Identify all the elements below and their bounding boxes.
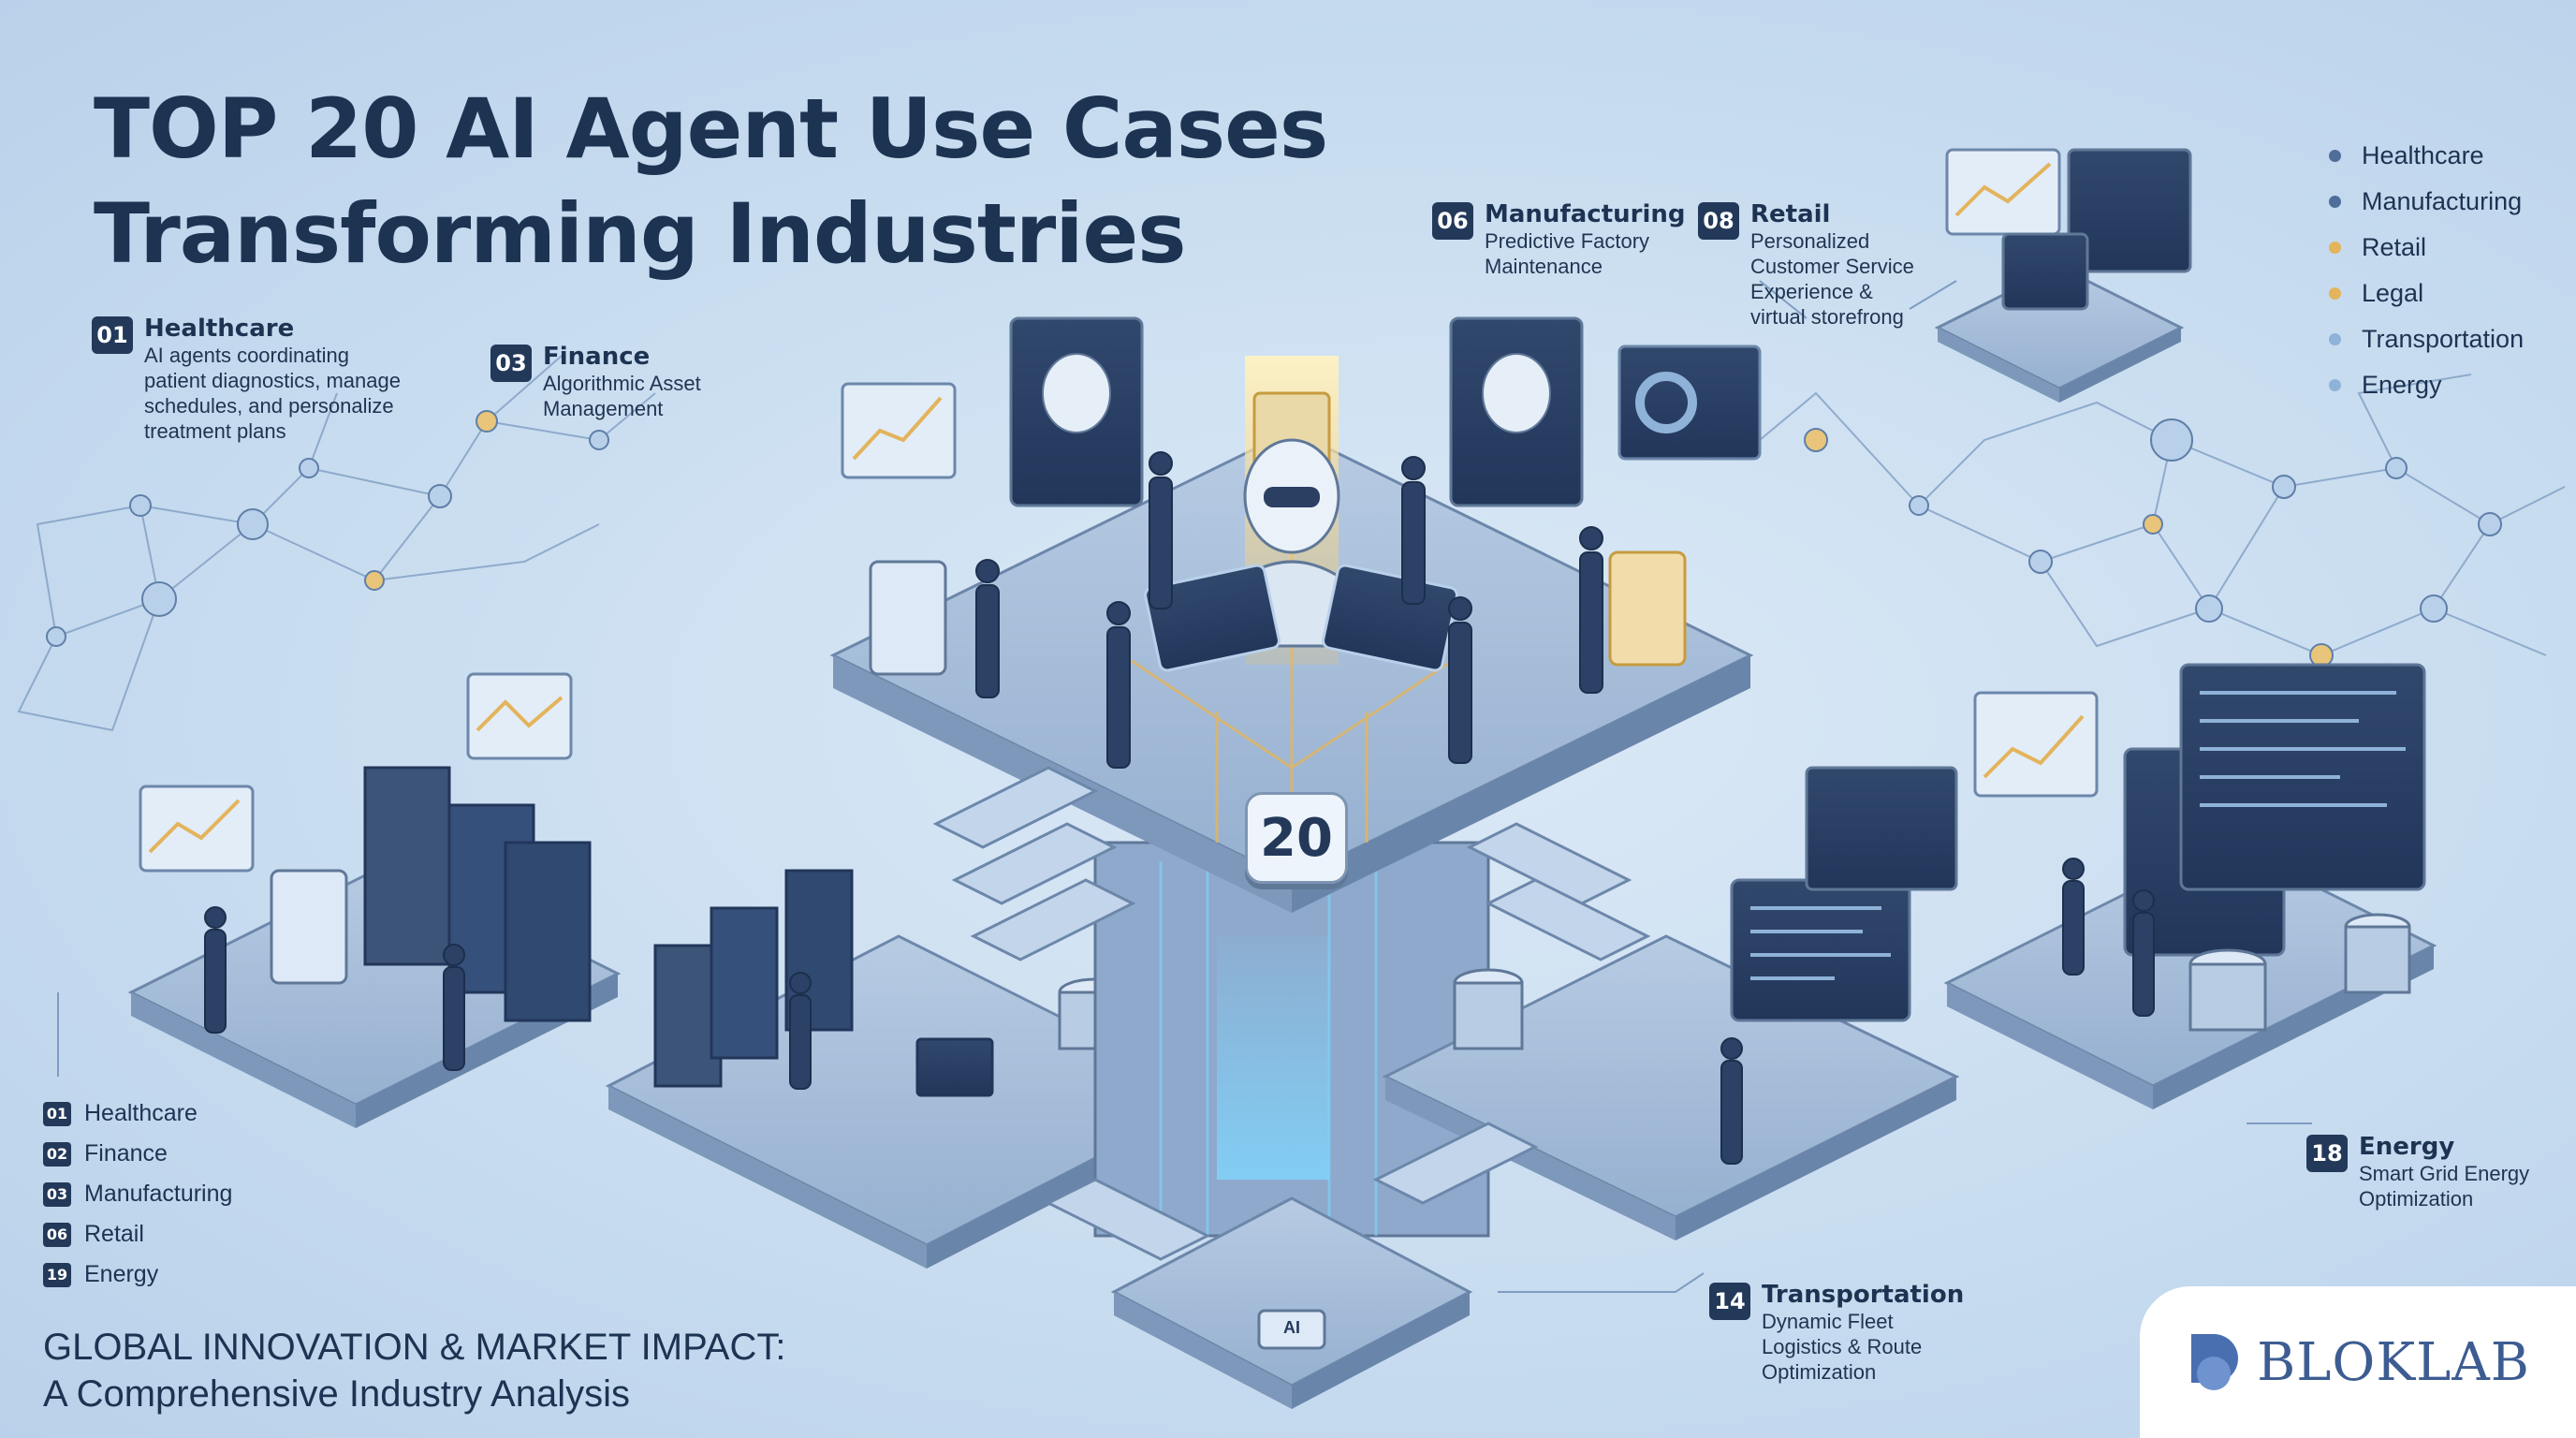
legend-dot-icon bbox=[2329, 333, 2341, 345]
footer-subtitle: GLOBAL INNOVATION & MARKET IMPACT: A Com… bbox=[43, 1324, 785, 1417]
callout-number-badge: 01 bbox=[92, 316, 133, 354]
legend-dot-icon bbox=[2329, 379, 2341, 391]
page-title: TOP 20 AI Agent Use Cases Transforming I… bbox=[94, 77, 1328, 286]
transportation-platform bbox=[1382, 766, 1960, 1240]
callout-number-badge: 08 bbox=[1698, 202, 1739, 240]
callout-healthcare: 01 Healthcare AI agents coordinating pat… bbox=[92, 315, 401, 444]
title-line-1: TOP 20 AI Agent Use Cases bbox=[94, 81, 1328, 177]
center-number-badge: 20 bbox=[1245, 792, 1348, 884]
brand-logo: BLOKLAB bbox=[2140, 1286, 2576, 1438]
bloklab-logo-icon bbox=[2191, 1334, 2239, 1390]
legend-item: Legal bbox=[2329, 271, 2524, 316]
callout-description: Smart Grid Energy Optimization bbox=[2359, 1162, 2530, 1211]
footer-line-1: GLOBAL INNOVATION & MARKET IMPACT: bbox=[43, 1327, 786, 1368]
callout-number-badge: 06 bbox=[1432, 202, 1473, 240]
callout-manufacturing: 06 Manufacturing Predictive Factory Main… bbox=[1432, 200, 1686, 279]
legend-item: Retail bbox=[2329, 225, 2524, 271]
callout-number-badge: 18 bbox=[2306, 1135, 2348, 1172]
callout-number-badge: 03 bbox=[490, 345, 532, 382]
callout-description: Predictive Factory Maintenance bbox=[1485, 229, 1650, 278]
healthcare-platform bbox=[127, 672, 622, 1128]
legend-item: Manufacturing bbox=[2329, 179, 2524, 225]
legend-dot-icon bbox=[2329, 196, 2341, 208]
ai-platform bbox=[932, 766, 1651, 1409]
callout-description: Personalized Customer Service Experience… bbox=[1750, 229, 1914, 329]
logo-text: BLOKLAB bbox=[2257, 1331, 2530, 1393]
legend-dot-icon bbox=[2329, 242, 2341, 254]
callout-title: Retail bbox=[1750, 200, 1831, 228]
callout-retail: 08 Retail Personalized Customer Service … bbox=[1698, 200, 1914, 330]
callout-energy: 18 Energy Smart Grid Energy Optimization bbox=[2306, 1133, 2529, 1211]
retail-platform bbox=[1934, 148, 2192, 403]
network-nodes bbox=[46, 410, 2502, 668]
callout-title: Finance bbox=[543, 343, 651, 371]
industry-legend: Healthcare Manufacturing Retail Legal Tr… bbox=[2329, 133, 2524, 408]
legend-item: Transportation bbox=[2329, 316, 2524, 362]
callout-title: Manufacturing bbox=[1485, 200, 1686, 228]
callout-description: Algorithmic Asset Management bbox=[543, 372, 701, 420]
callout-title: Energy bbox=[2359, 1133, 2455, 1161]
callout-number-badge: 14 bbox=[1709, 1283, 1750, 1320]
ai-chip-label: AI bbox=[1283, 1318, 1300, 1337]
callout-description: Dynamic Fleet Logistics & Route Optimiza… bbox=[1762, 1310, 1923, 1384]
energy-platform bbox=[1943, 663, 2437, 1109]
legend-item: Healthcare bbox=[2329, 133, 2524, 179]
callout-transportation: 14 Transportation Dynamic Fleet Logistic… bbox=[1709, 1281, 1964, 1385]
legend-dot-icon bbox=[2329, 150, 2341, 162]
callout-description: AI agents coordinating patient diagnosti… bbox=[144, 344, 401, 443]
title-line-2: Transforming Industries bbox=[94, 185, 1187, 282]
callout-finance: 03 Finance Algorithmic Asset Management bbox=[490, 343, 701, 421]
central-tower bbox=[829, 316, 1762, 1238]
legend-dot-icon bbox=[2329, 287, 2341, 300]
callout-title: Healthcare bbox=[144, 315, 295, 343]
connector-lines bbox=[57, 280, 2312, 1293]
footer-line-2: A Comprehensive Industry Analysis bbox=[43, 1373, 630, 1415]
legend-item: Energy bbox=[2329, 362, 2524, 408]
callout-title: Transportation bbox=[1762, 1281, 1965, 1309]
people bbox=[204, 451, 2155, 1165]
